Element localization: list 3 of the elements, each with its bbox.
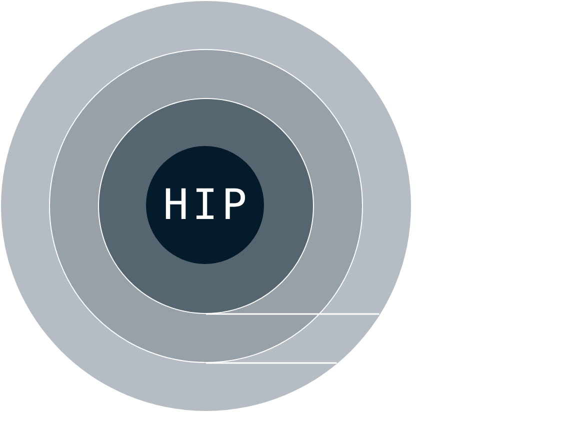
connector-line [206,313,380,315]
center-label: HIP [162,184,251,226]
connector-line [206,362,337,364]
